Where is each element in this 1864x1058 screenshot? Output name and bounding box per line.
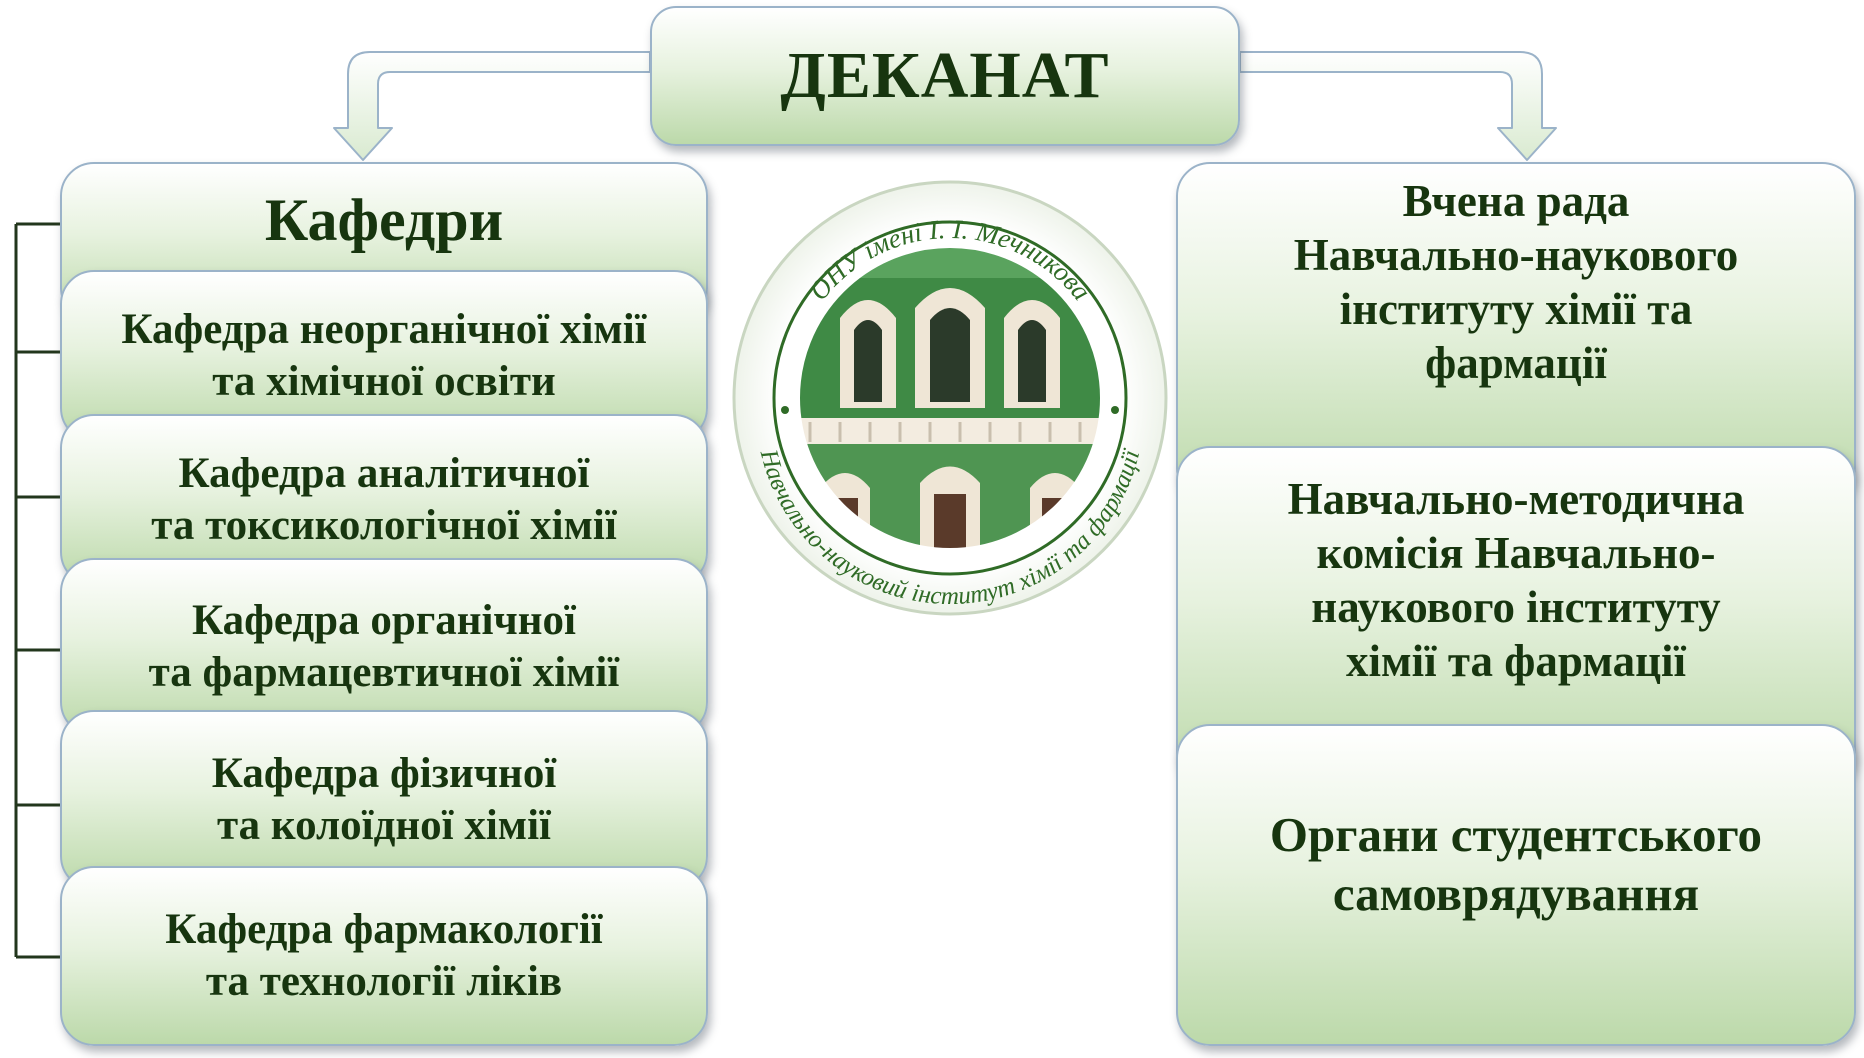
kafedra-item-label: Кафедра фізичної та колоїдної хімії — [211, 750, 557, 849]
vchena-rada-label: Вчена рада Навчально-наукового інституту… — [1293, 176, 1739, 388]
right-item-box: Вчена рада Навчально-наукового інституту… — [1176, 162, 1856, 502]
kafedry-title: Кафедри — [264, 187, 504, 253]
left-arrow — [333, 51, 651, 161]
dekanat-box: ДЕКАНАТ — [650, 6, 1240, 146]
kafedra-item-label: Кафедра аналітичної та токсикологічної х… — [151, 450, 617, 549]
studentske-samovriaduvannia-label: Органи студентського самоврядування — [1269, 807, 1763, 921]
kafedry-bracket — [14, 222, 60, 959]
kafedra-item-box: Кафедра неорганічної хімії та хімічної о… — [60, 270, 708, 442]
metodychna-komisiia-label: Навчально-методична комісія Навчально- н… — [1287, 474, 1745, 686]
right-arrow — [1239, 51, 1557, 161]
kafedra-item-box: Кафедра органічної та фармацевтичної хім… — [60, 558, 708, 736]
kafedra-item-box: Кафедра фармакології та технології ліків — [60, 866, 708, 1046]
right-item-box: Органи студентського самоврядування — [1176, 724, 1856, 1046]
kafedra-item-label: Кафедра фармакології та технології ліків — [165, 906, 603, 1005]
institute-logo: ОНУ імені І. І. Мечникова Навчально-наук… — [732, 180, 1168, 616]
kafedra-item-box: Кафедра фізичної та колоїдної хімії — [60, 710, 708, 890]
kafedra-item-label: Кафедра неорганічної хімії та хімічної о… — [121, 306, 647, 405]
dekanat-title: ДЕКАНАТ — [780, 39, 1110, 113]
kafedra-item-label: Кафедра органічної та фармацевтичної хім… — [148, 597, 620, 696]
kafedra-item-box: Кафедра аналітичної та токсикологічної х… — [60, 414, 708, 586]
